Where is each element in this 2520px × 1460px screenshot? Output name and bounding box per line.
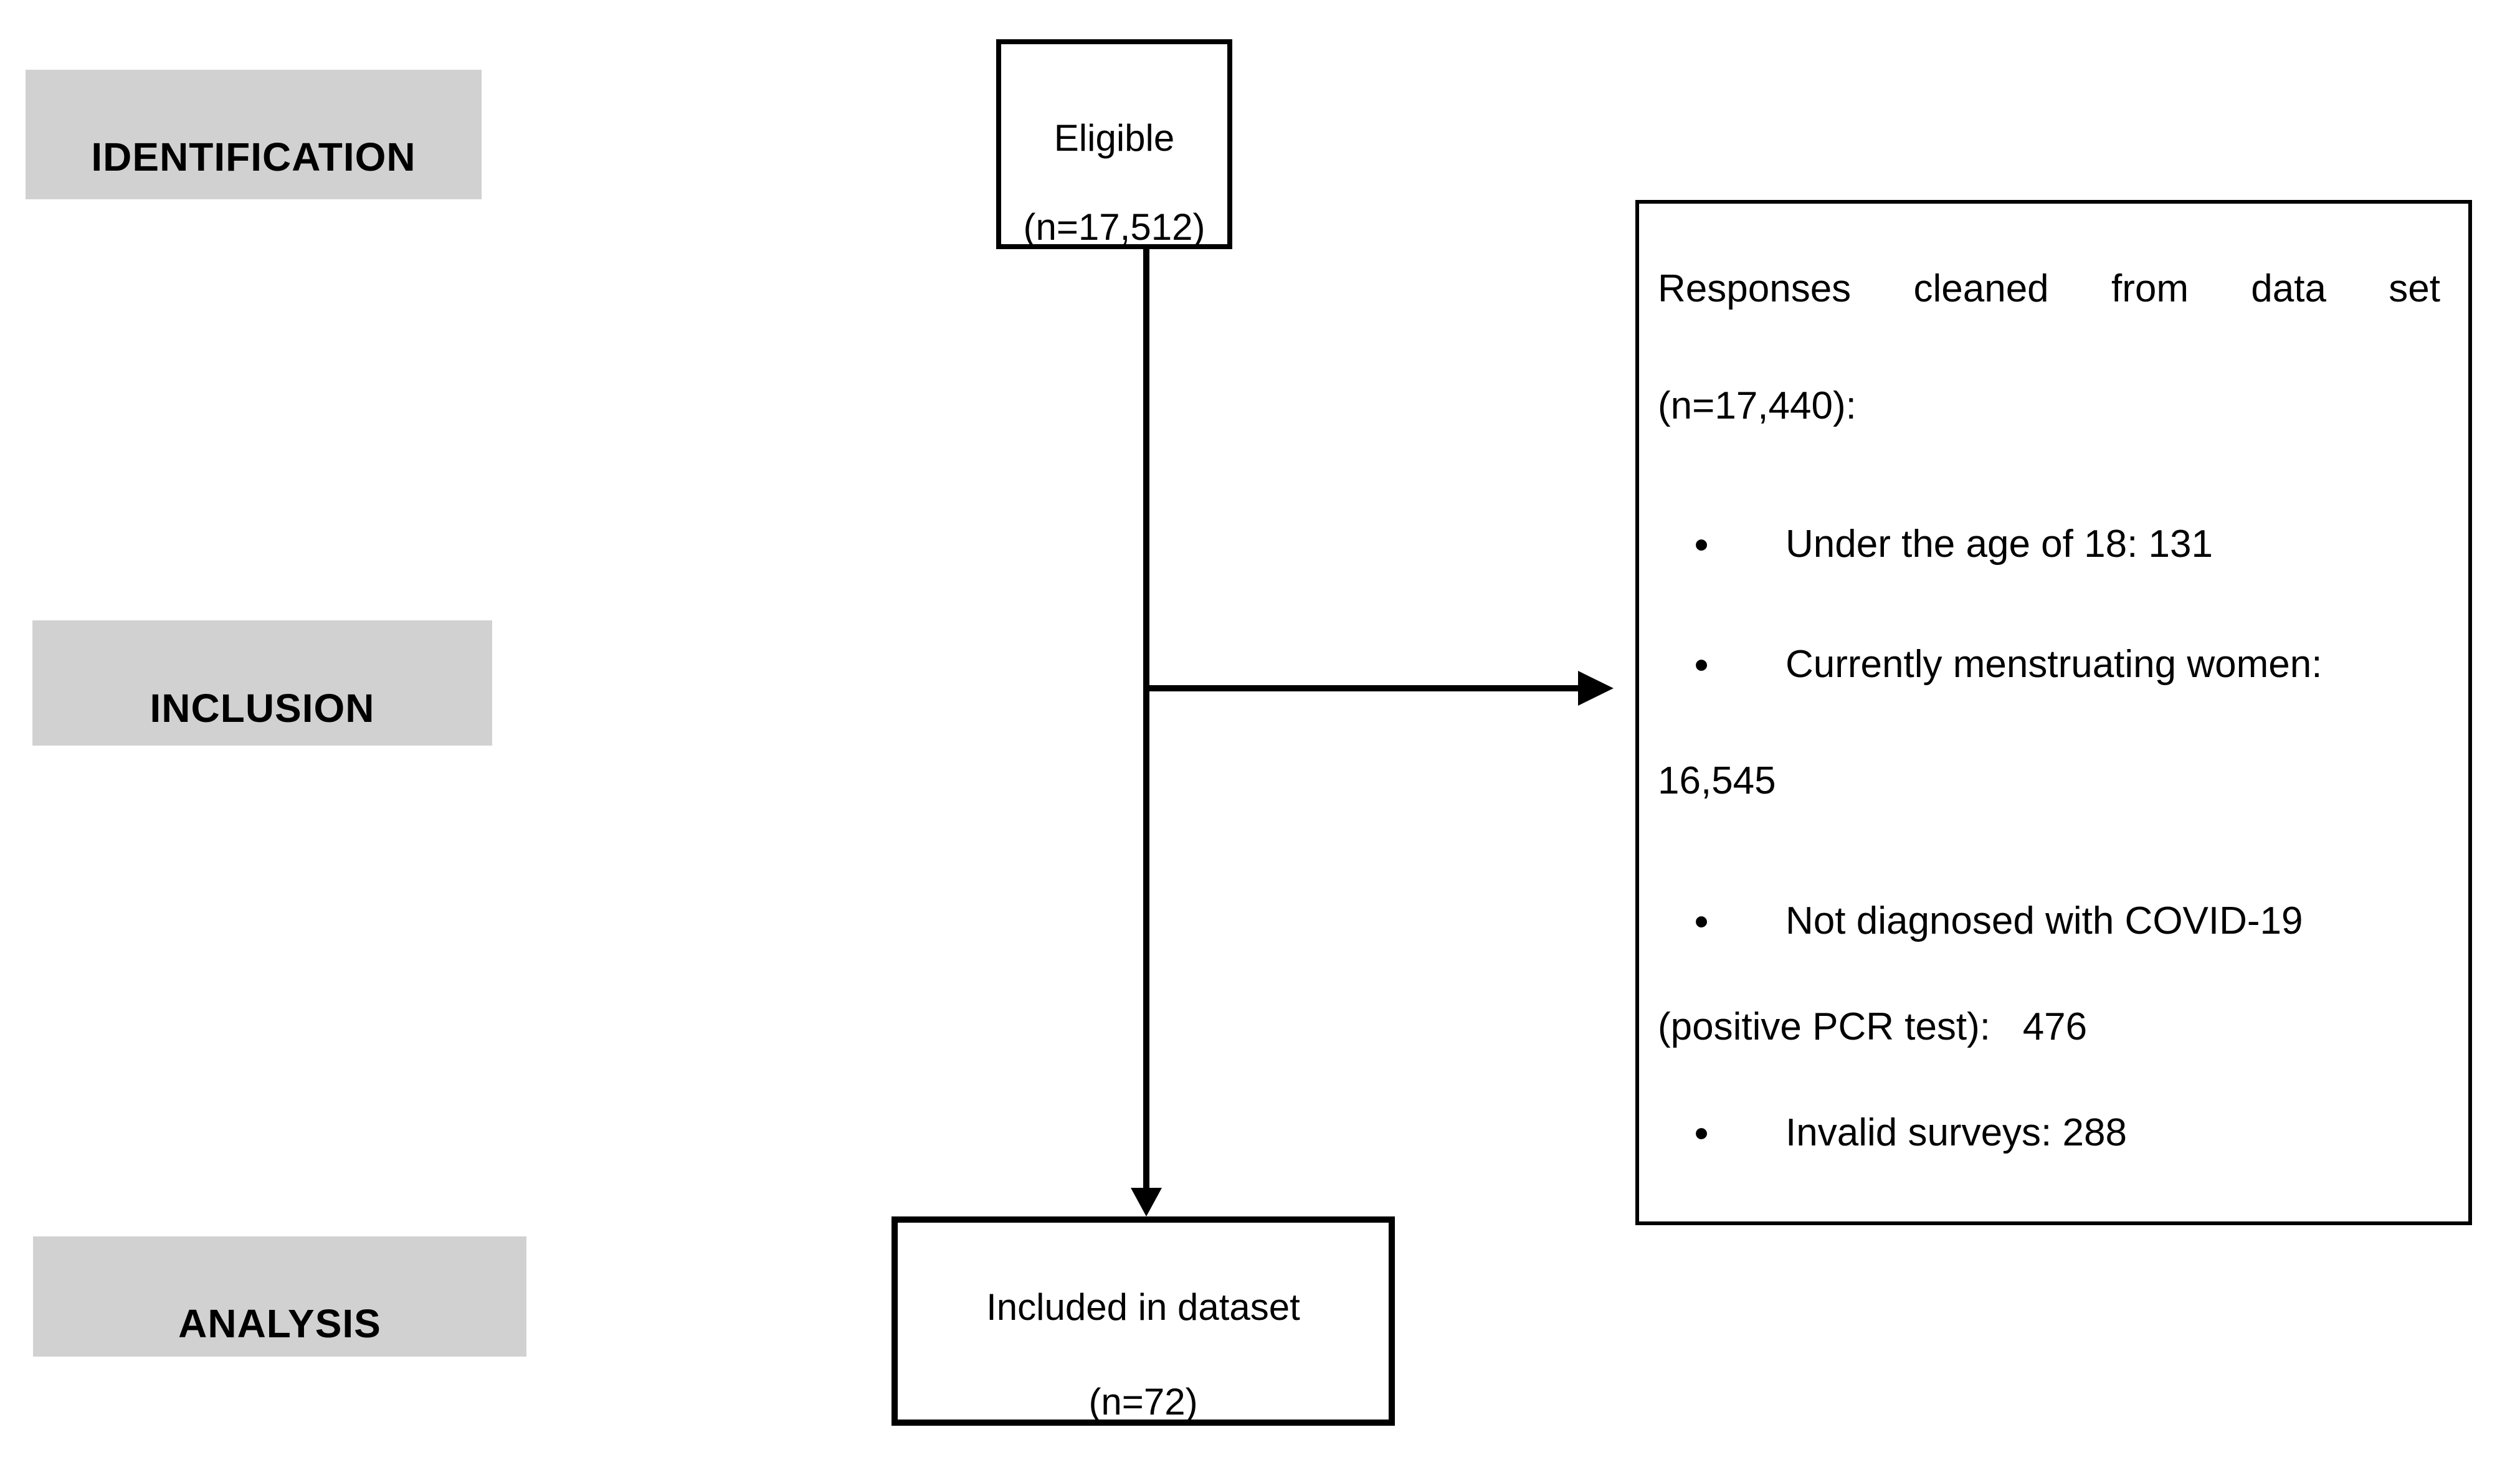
stage-label-analysis: ANALYSIS xyxy=(33,1236,526,1357)
exclusion-box-count: (n=17,440): xyxy=(1658,384,1857,427)
exclusion-bullet-not-covid-continuation: (positive PCR test): 476 xyxy=(1658,1005,2088,1048)
included-box-count: (n=72) xyxy=(1088,1381,1198,1423)
arrow-right-head-icon xyxy=(1578,671,1614,706)
exclusion-bullet-text: Currently menstruating women: xyxy=(1785,643,2323,686)
exclusion-bullet-text: Not diagnosed with COVID-19 xyxy=(1785,899,2303,942)
bullet-icon: • xyxy=(1694,521,1709,567)
exclusion-bullet-text: Under the age of 18: 131 xyxy=(1785,523,2213,566)
arrow-branch-to-exclusions-line xyxy=(1146,685,1579,691)
exclusion-header-word: Responses xyxy=(1658,267,1852,310)
exclusion-bullet-text: Invalid surveys: 288 xyxy=(1785,1111,2127,1154)
bullet-icon: • xyxy=(1694,898,1709,944)
exclusion-bullet-menstruating-continuation: 16,545 xyxy=(1658,759,1776,802)
stage-label-analysis-text: ANALYSIS xyxy=(178,1301,381,1346)
included-box-title: Included in dataset xyxy=(986,1286,1300,1328)
exclusion-box: Responses cleaned from data set (n=17,44… xyxy=(1635,200,2472,1225)
eligible-box: Eligible (n=17,512) xyxy=(996,39,1232,249)
stage-label-inclusion-text: INCLUSION xyxy=(150,685,375,731)
included-box: Included in dataset (n=72) xyxy=(892,1216,1395,1426)
exclusion-header-word: set xyxy=(2389,267,2440,310)
bullet-icon: • xyxy=(1694,1110,1709,1156)
eligible-box-count: (n=17,512) xyxy=(1023,206,1205,248)
exclusion-header-word: from xyxy=(2111,267,2189,310)
stage-label-identification: IDENTIFICATION xyxy=(26,70,482,199)
exclusion-box-header: Responses cleaned from data set xyxy=(1658,266,2440,312)
bullet-icon: • xyxy=(1694,642,1709,688)
arrow-eligible-to-included-line xyxy=(1143,249,1149,1190)
exclusion-header-word: data xyxy=(2251,267,2326,310)
arrow-down-head-icon xyxy=(1131,1188,1162,1216)
eligible-box-title: Eligible xyxy=(1053,117,1175,159)
stage-label-inclusion: INCLUSION xyxy=(32,620,492,746)
stage-label-identification-text: IDENTIFICATION xyxy=(91,135,416,179)
exclusion-header-word: cleaned xyxy=(1913,267,2049,310)
